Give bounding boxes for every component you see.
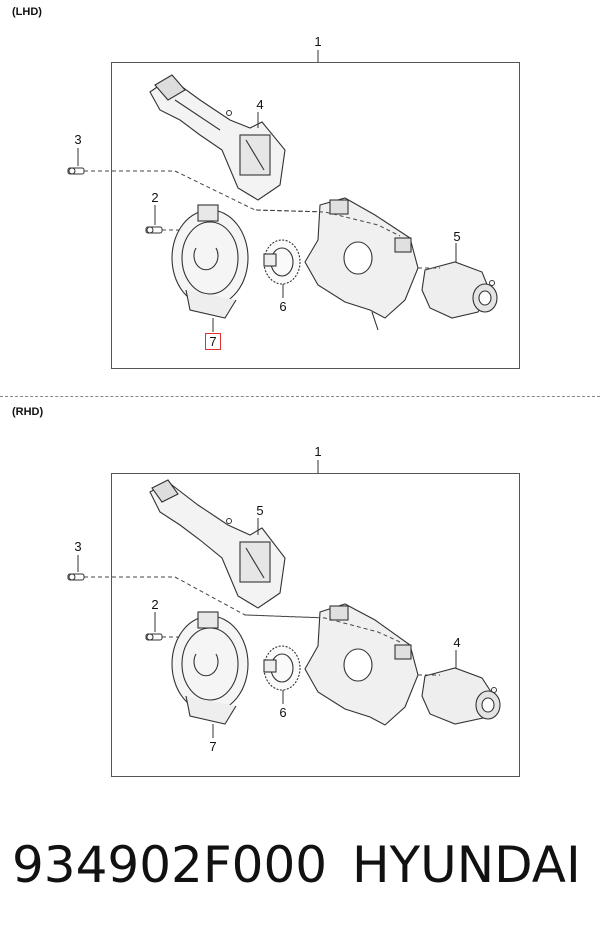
lhd-bolt-2 <box>145 226 163 234</box>
rhd-callout-1: 1 <box>314 444 322 459</box>
lhd-wiper-switch <box>421 261 498 319</box>
lhd-region-label: (LHD) <box>12 6 42 18</box>
lhd-callout-1: 1 <box>314 34 322 49</box>
lhd-bolt-3 <box>67 167 85 175</box>
lhd-callout-2: 2 <box>151 190 159 205</box>
rhd-callout-7: 7 <box>209 739 217 754</box>
lhd-clock-spring <box>171 204 249 319</box>
lhd-exploded-diagram <box>67 50 498 332</box>
lhd-callout-4: 4 <box>256 97 264 112</box>
lhd-multifunction-switch <box>149 74 286 201</box>
rhd-callout-3: 3 <box>74 539 82 554</box>
rhd-callout-2: 2 <box>151 597 159 612</box>
rhd-region-label: (RHD) <box>12 406 44 418</box>
lhd-retainer-ring <box>263 239 301 285</box>
lhd-callout-6: 6 <box>279 299 287 314</box>
rhd-callout-5: 5 <box>256 503 264 518</box>
lhd-switch-body <box>304 197 419 331</box>
lhd-callout-3: 3 <box>74 132 82 147</box>
lhd-callout-5: 5 <box>453 229 461 244</box>
lhd-diagram-frame <box>111 62 520 369</box>
part-number: 934902F000 <box>12 836 328 894</box>
rhd-callout-4: 4 <box>453 635 461 650</box>
brand-name: HYUNDAI <box>352 836 581 894</box>
section-divider <box>0 396 600 397</box>
lhd-callout-7-highlighted: 7 <box>205 333 221 350</box>
rhd-diagram-frame <box>111 473 520 777</box>
rhd-callout-6: 6 <box>279 705 287 720</box>
